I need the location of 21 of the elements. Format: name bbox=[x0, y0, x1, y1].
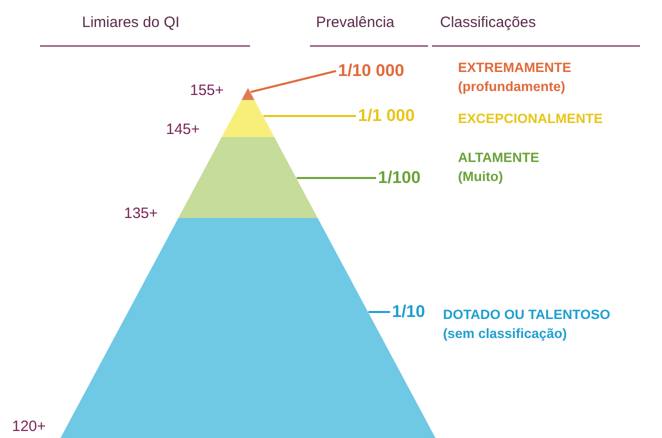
column-header: Prevalência bbox=[316, 14, 394, 31]
pyramid-band bbox=[60, 218, 436, 438]
classification-label: EXCEPCIONALMENTE bbox=[458, 110, 604, 128]
pyramid-tip bbox=[242, 88, 254, 100]
prevalence-value: 1/10 000 bbox=[338, 61, 404, 81]
column-header: Classificações bbox=[440, 14, 536, 31]
threshold-label: 135+ bbox=[124, 205, 158, 222]
threshold-label: 155+ bbox=[190, 82, 224, 99]
classification-label: EXTREMAMENTE (profundamente) bbox=[458, 59, 572, 96]
leader-line bbox=[250, 70, 336, 93]
classification-label: ALTAMENTE (Muito) bbox=[458, 149, 540, 186]
threshold-label: 120+ bbox=[12, 418, 46, 435]
prevalence-value: 1/10 bbox=[392, 302, 426, 322]
prevalence-value: 1/100 bbox=[378, 168, 421, 188]
leader-line bbox=[296, 177, 376, 179]
column-header: Limiares do QI bbox=[82, 14, 180, 31]
leader-line bbox=[368, 311, 390, 313]
prevalence-value: 1/1 000 bbox=[358, 106, 415, 126]
threshold-label: 145+ bbox=[166, 121, 200, 138]
classification-label: DOTADO OU TALENTOSO (sem classificação) bbox=[443, 306, 612, 343]
leader-line bbox=[264, 115, 356, 117]
